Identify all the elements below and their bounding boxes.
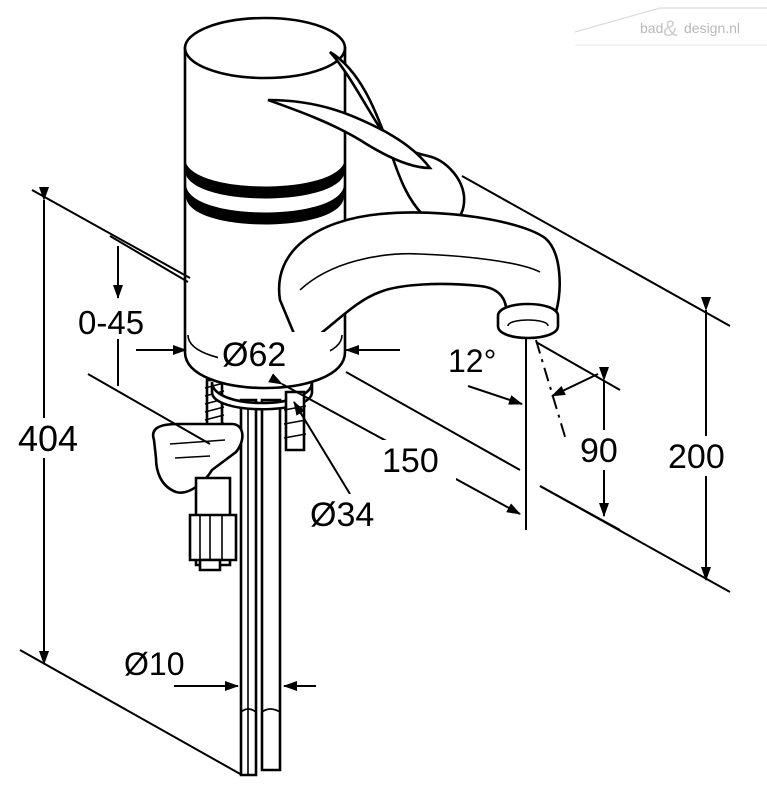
watermark-ampersand: & xyxy=(663,16,678,41)
watermark-text-right: design.nl xyxy=(684,20,740,36)
dim-top-height: 200 xyxy=(668,438,725,476)
supply-hoses xyxy=(239,398,282,777)
spout xyxy=(277,211,561,350)
dim-spout-reach: 150 xyxy=(382,442,439,480)
lever-handle xyxy=(267,50,466,226)
dim-body-diameter: Ø62 xyxy=(222,336,286,374)
dimension-labels: 404 0-45 Ø62 12° 150 Ø34 90 200 Ø10 xyxy=(18,303,742,682)
watermark-logo: bad & design.nl xyxy=(574,7,767,46)
dim-spout-angle: 12° xyxy=(448,343,496,379)
dim-hose-diameter: Ø10 xyxy=(124,646,184,682)
dim-outlet-height: 90 xyxy=(580,432,618,470)
mounting-clamp xyxy=(151,422,244,572)
dim-base-diameter: Ø34 xyxy=(310,496,374,534)
dim-deck-thickness: 0-45 xyxy=(78,304,144,341)
tap-illustration xyxy=(151,16,561,777)
watermark-text-left: bad xyxy=(640,20,663,36)
dim-total-height: 404 xyxy=(18,418,78,459)
